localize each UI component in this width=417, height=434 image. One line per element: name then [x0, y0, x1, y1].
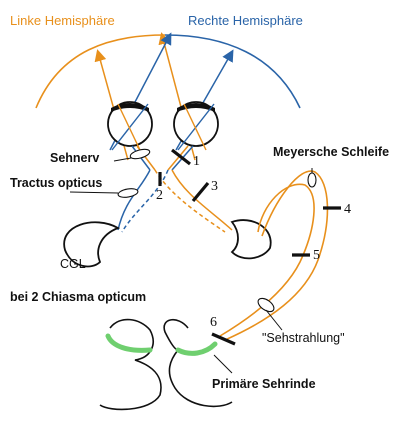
- lesion-marker-6: 6: [210, 315, 217, 330]
- primary-visual-cortex: [99, 318, 233, 411]
- left-hemisphere-label: Linke Hemisphäre: [10, 13, 115, 28]
- primary-visual-cortex-label: Primäre Sehrinde: [212, 377, 316, 391]
- right-cortex-highlight: [175, 341, 218, 356]
- left-eye: [107, 101, 153, 147]
- lesion-marker-4: 4: [344, 202, 351, 217]
- lesion-marker-3: 3: [211, 179, 218, 194]
- left-cortex-highlight: [105, 333, 153, 353]
- lesion-marker-1: 1: [193, 154, 200, 169]
- optic-nerve-label: Sehnerv: [50, 151, 100, 165]
- optic-radiation-label: "Sehstrahlung": [262, 331, 345, 345]
- lesion-bars: [158, 148, 341, 346]
- lgn-label: CGL: [60, 257, 86, 271]
- label-pointer-ellipses: [117, 148, 317, 313]
- chiasm-caption: bei 2 Chiasma opticum: [10, 290, 147, 304]
- right-eye: [173, 101, 219, 147]
- meyer-loop-label: Meyersche Schleife: [273, 145, 390, 159]
- lesion-marker-2: 2: [156, 188, 163, 203]
- left-visual-field-arc: [35, 34, 166, 109]
- left-lgn: [63, 221, 121, 268]
- optic-tract-label: Tractus opticus: [10, 176, 103, 190]
- right-hemisphere-label: Rechte Hemisphäre: [188, 13, 303, 28]
- lesion-marker-5: 5: [313, 248, 320, 263]
- right-visual-field-arc: [164, 34, 301, 109]
- right-lgn: [230, 219, 272, 260]
